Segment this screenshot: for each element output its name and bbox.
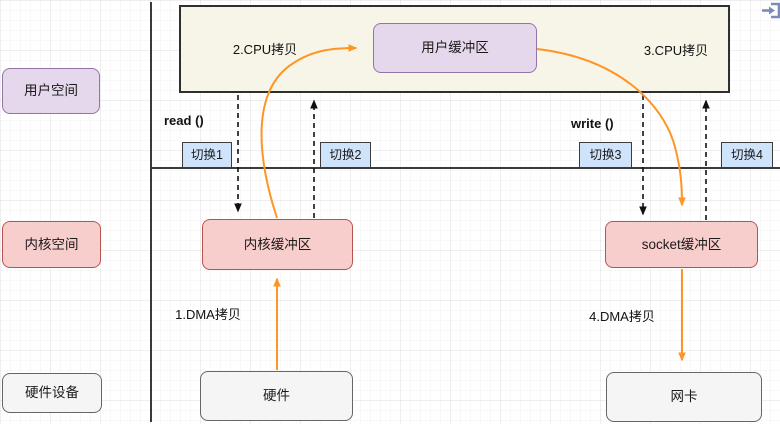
lane-hardware-device-box[interactable]: 硬件设备 bbox=[2, 373, 102, 413]
switch-tag-1[interactable]: 切换1 bbox=[182, 142, 232, 168]
label-write-syscall: write () bbox=[571, 116, 614, 131]
lane-kernel-space-box[interactable]: 内核空间 bbox=[2, 221, 101, 268]
node-nic[interactable]: 网卡 bbox=[606, 372, 762, 422]
switch-tag-3[interactable]: 切换3 bbox=[579, 142, 632, 168]
node-user-buffer[interactable]: 用户缓冲区 bbox=[373, 23, 537, 73]
label-cpu-copy-2: 2.CPU拷贝 bbox=[232, 42, 298, 57]
lane-user-space-box[interactable]: 用户空间 bbox=[2, 68, 100, 114]
label-dma-copy-1: 1.DMA拷贝 bbox=[175, 307, 241, 322]
node-kernel-buffer[interactable]: 内核缓冲区 bbox=[202, 219, 353, 270]
label-read-syscall: read () bbox=[164, 113, 204, 128]
switch-tag-2[interactable]: 切换2 bbox=[320, 142, 371, 168]
label-dma-copy-4: 4.DMA拷贝 bbox=[589, 309, 655, 324]
node-hardware[interactable]: 硬件 bbox=[200, 371, 353, 421]
label-cpu-copy-3: 3.CPU拷贝 bbox=[643, 43, 709, 58]
switch-tag-4[interactable]: 切换4 bbox=[721, 142, 773, 168]
node-socket-buffer[interactable]: socket缓冲区 bbox=[605, 221, 758, 268]
exit-icon[interactable] bbox=[761, 2, 780, 20]
